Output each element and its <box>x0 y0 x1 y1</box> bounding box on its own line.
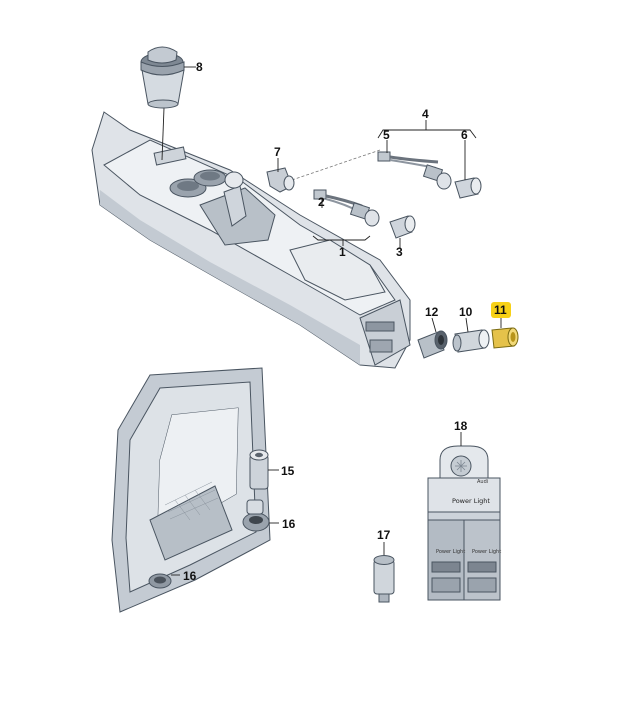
callout-7: 7 <box>274 145 281 159</box>
part-11-highlighted-ring <box>491 316 519 349</box>
part-7-socket <box>266 158 295 193</box>
display-box-title: Power Light <box>452 497 490 505</box>
part-15-socket <box>249 449 279 490</box>
callout-4: 4 <box>422 107 429 121</box>
display-box-brand: Audi <box>477 479 488 485</box>
part-12-socket <box>417 317 448 359</box>
wiring-harness-upper <box>377 151 452 190</box>
callout-5: 5 <box>383 128 390 142</box>
wiring-harness-lower <box>313 189 380 227</box>
callout-16-upper: 16 <box>282 517 296 531</box>
callout-8: 8 <box>196 60 203 74</box>
part-16-socket-cap <box>242 499 279 532</box>
callout-2: 2 <box>318 195 325 209</box>
callout-1: 1 <box>339 245 346 259</box>
callout-3: 3 <box>396 245 403 259</box>
callout-11-highlight <box>491 302 511 318</box>
callout-16-lower: 16 <box>183 569 197 583</box>
callout-18: 18 <box>454 419 468 433</box>
part-8-ash-cup <box>140 46 196 109</box>
part-6-socket <box>454 140 482 199</box>
callout-17: 17 <box>377 528 391 542</box>
display-box-label-left: Power Light <box>436 549 465 555</box>
callout-11: 11 <box>494 303 507 317</box>
part-3-socket <box>389 215 416 248</box>
display-box-label-right: Power Light <box>472 549 501 555</box>
callout-10: 10 <box>459 305 473 319</box>
callout-15: 15 <box>281 464 295 478</box>
door-panel-illustration <box>111 367 271 613</box>
part-18-display-box <box>427 432 501 601</box>
callout-6: 6 <box>461 128 468 142</box>
part-10-socket-housing <box>452 317 490 353</box>
part-17-plug <box>373 542 395 603</box>
callout-12: 12 <box>425 305 439 319</box>
center-console-illustration <box>91 107 411 369</box>
